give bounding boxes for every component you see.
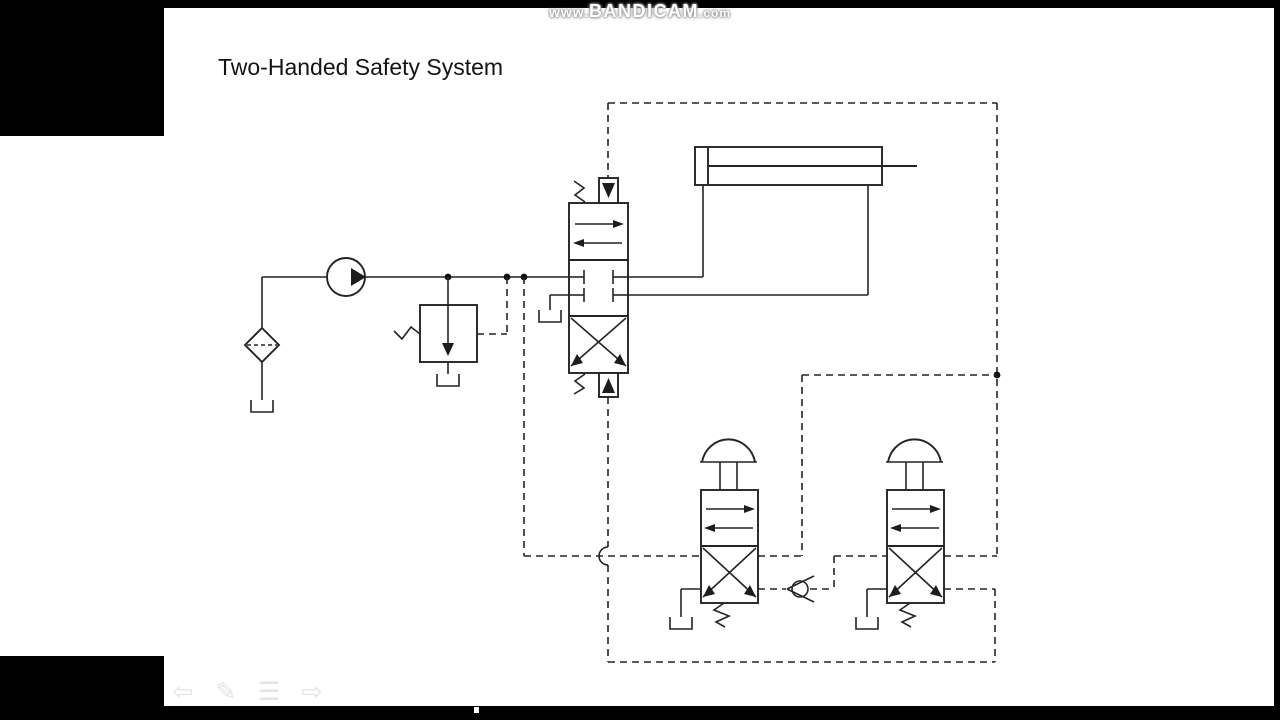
back-arrow-icon[interactable]: ⇦ [172,678,194,706]
pressure-relief-valve-icon [393,277,508,387]
watermark-brand: BANDICAM [589,1,700,21]
main-directional-valve-icon [538,177,629,398]
top-letterbox-strip [0,0,1280,8]
check-valve-icon [758,555,887,603]
pilot-supply-line [523,277,701,557]
reservoir-tank-icon [250,400,274,413]
bottom-letterbox-bar [0,706,1280,720]
forward-arrow-icon[interactable]: ⇨ [301,678,323,706]
watermark-prefix: www. [548,4,590,20]
slideshow-nav-toolbar: ⇦ ✎ ☰ ⇨ [170,680,325,705]
pen-icon[interactable]: ✎ [215,678,237,706]
slide-menu-icon[interactable]: ☰ [257,678,281,706]
right-letterbox-strip [1274,0,1280,720]
suction-filter-icon [243,277,281,400]
double-acting-cylinder-icon [694,146,917,186]
bandicam-watermark: www.BANDICAM.com [0,1,1280,22]
page-title: Two-Handed Safety System [218,54,504,80]
top-pilot-line [607,102,1001,557]
palm-button-valve-right-icon [855,438,945,630]
bottom-bar-notch [474,707,479,713]
top-left-letterbox-block [0,0,164,136]
watermark-suffix: .com [699,6,732,20]
bottom-pilot-line [598,397,996,663]
hydraulic-pump-icon [262,257,366,297]
cylinder-working-lines [628,185,869,296]
palm-button-valve-left-icon [669,438,759,630]
